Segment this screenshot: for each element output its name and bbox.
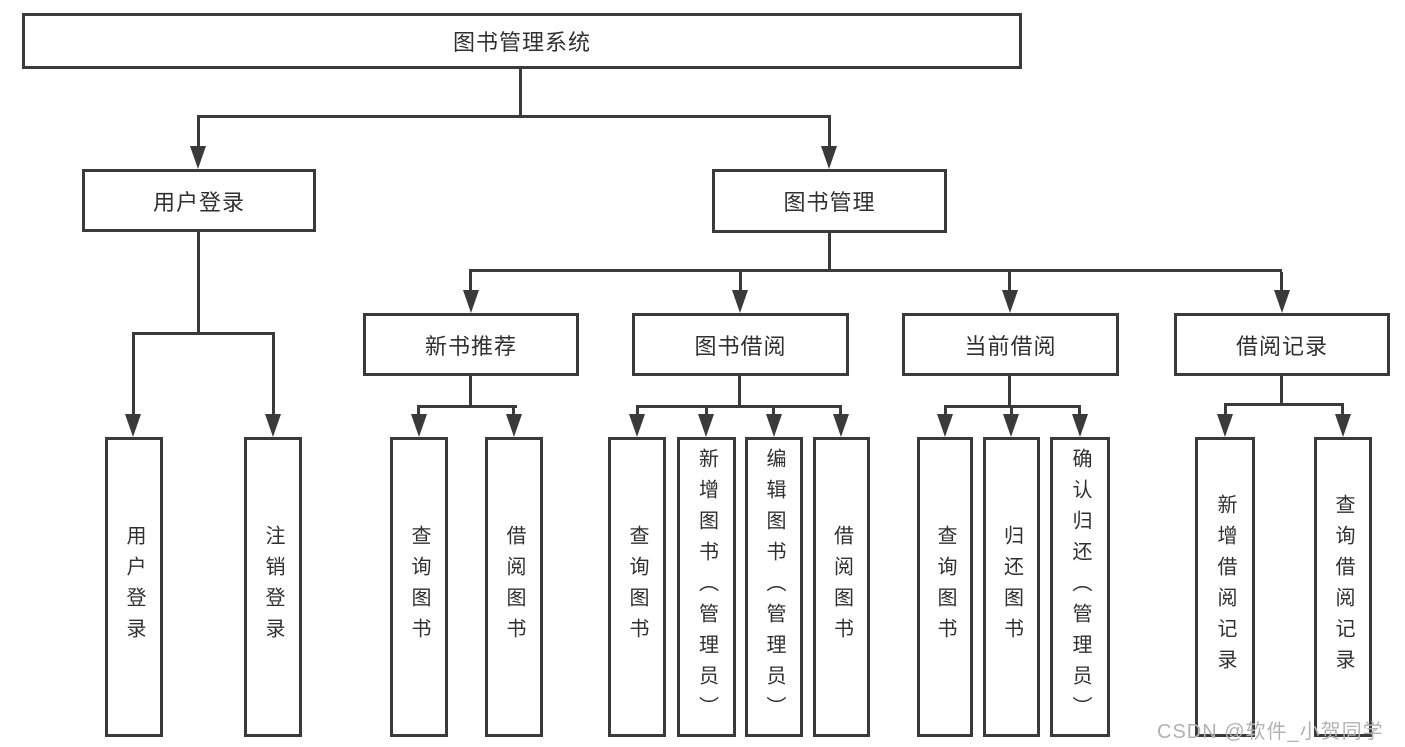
leaf-edit-books-admin: 编辑图书（管理员）	[745, 437, 803, 737]
connector-line	[1280, 376, 1283, 405]
node-new-book-recommendation: 新书推荐	[363, 313, 579, 376]
arrow-down-icon	[629, 414, 645, 437]
leaf-label: 借阅图书	[830, 525, 853, 649]
arrow-down-icon	[411, 414, 427, 437]
arrow-down-icon	[821, 146, 837, 169]
connector-line	[1008, 376, 1011, 407]
node-current-borrowing: 当前借阅	[902, 313, 1119, 376]
leaf-return-books: 归还图书	[983, 437, 1040, 737]
leaf-label: 归还图书	[1000, 525, 1023, 649]
leaf-label: 用户登录	[123, 525, 145, 649]
connector-line	[944, 408, 947, 416]
connector-line	[1280, 272, 1283, 292]
leaf-query-books-borrow: 查询图书	[608, 437, 666, 737]
arrow-down-icon	[506, 414, 522, 437]
connector-line	[132, 335, 135, 415]
connector-line	[197, 232, 200, 334]
arrow-down-icon	[265, 414, 281, 437]
node-library-management-system: 图书管理系统	[22, 13, 1022, 69]
arrow-down-icon	[1003, 414, 1019, 437]
csdn-watermark: CSDN @软件_小贺同学	[1157, 721, 1384, 743]
connector-line	[272, 335, 275, 415]
connector-line	[469, 269, 1282, 272]
connector-line	[519, 69, 522, 118]
connector-line	[1010, 408, 1013, 416]
leaf-user-login: 用户登录	[105, 437, 163, 737]
leaf-logout: 注销登录	[244, 437, 302, 737]
node-user-login: 用户登录	[82, 169, 316, 232]
connector-line	[738, 376, 741, 407]
node-book-borrowing: 图书借阅	[632, 313, 849, 376]
connector-line	[705, 408, 708, 416]
arrow-down-icon	[1217, 414, 1233, 437]
arrow-down-icon	[190, 146, 206, 169]
leaf-label: 编辑图书（管理员）	[763, 447, 785, 727]
connector-line	[469, 376, 472, 407]
connector-line	[197, 115, 831, 118]
leaf-label: 查询图书	[934, 525, 956, 649]
arrow-down-icon	[833, 414, 849, 437]
connector-line	[839, 408, 842, 416]
arrow-down-icon	[1002, 290, 1018, 313]
connector-line	[417, 405, 517, 408]
leaf-label: 查询图书	[626, 525, 648, 649]
leaf-confirm-return-admin: 确认归还（管理员）	[1050, 437, 1110, 737]
arrow-down-icon	[732, 290, 748, 313]
leaf-label: 注销登录	[262, 525, 284, 649]
connector-line	[828, 233, 831, 271]
node-borrowing-records: 借阅记录	[1174, 313, 1390, 376]
connector-line	[1224, 406, 1227, 416]
leaf-label: 借阅图书	[503, 525, 525, 649]
arrow-down-icon	[698, 414, 714, 437]
connector-line	[636, 408, 639, 416]
leaf-label: 查询借阅记录	[1332, 494, 1354, 680]
leaf-borrow-books-recommend: 借阅图书	[485, 437, 543, 737]
leaf-label: 确认归还（管理员）	[1069, 447, 1091, 727]
node-book-management: 图书管理	[712, 169, 947, 233]
connector-line	[197, 118, 200, 147]
connector-line	[828, 118, 831, 147]
connector-line	[512, 408, 515, 416]
arrow-down-icon	[937, 414, 953, 437]
leaf-label: 查询图书	[408, 525, 430, 649]
connector-line	[1008, 272, 1011, 292]
leaf-query-borrow-record: 查询借阅记录	[1314, 437, 1372, 737]
connector-line	[636, 405, 842, 408]
leaf-label: 新增借阅记录	[1214, 494, 1236, 680]
arrow-down-icon	[1335, 414, 1351, 437]
connector-line	[417, 408, 420, 416]
leaf-query-books-current: 查询图书	[917, 437, 973, 737]
connector-line	[1224, 403, 1344, 406]
leaf-label: 新增图书（管理员）	[695, 447, 718, 727]
arrow-down-icon	[1072, 414, 1088, 437]
connector-line	[469, 272, 472, 292]
leaf-add-borrow-record: 新增借阅记录	[1195, 437, 1255, 737]
connector-line	[1341, 406, 1344, 416]
connector-line	[132, 332, 275, 335]
arrow-down-icon	[463, 290, 479, 313]
connector-line	[944, 405, 1081, 408]
leaf-add-books-admin: 新增图书（管理员）	[677, 437, 736, 737]
connector-line	[1078, 408, 1081, 416]
arrow-down-icon	[125, 414, 141, 437]
connector-line	[739, 272, 742, 292]
arrow-down-icon	[1274, 290, 1290, 313]
leaf-borrow-books: 借阅图书	[813, 437, 870, 737]
arrow-down-icon	[766, 414, 782, 437]
connector-line	[772, 408, 775, 416]
leaf-query-books-recommend: 查询图书	[390, 437, 448, 737]
